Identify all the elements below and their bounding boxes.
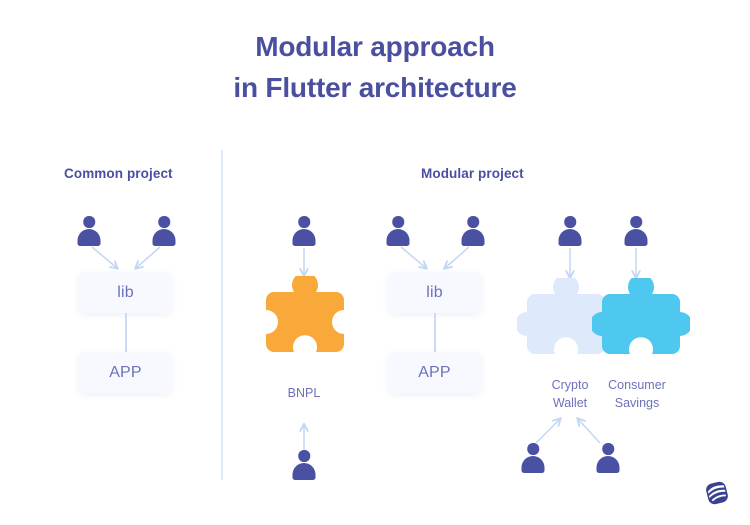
person-body: [521, 455, 545, 473]
person-head: [298, 450, 310, 462]
person-head: [298, 216, 310, 228]
lib-box: lib: [79, 272, 172, 313]
person-icon: [595, 443, 621, 473]
person-icon: [623, 216, 649, 246]
person-icon: [151, 216, 177, 246]
puzzle-label-consumer-savings: Consumer Savings: [608, 378, 666, 410]
person-head: [392, 216, 404, 228]
person-body: [386, 228, 410, 246]
person-body: [624, 228, 648, 246]
lib-box: lib: [388, 272, 481, 313]
puzzle-label-bnpl: BNPL: [287, 386, 321, 400]
puzzle-piece-bnpl: [266, 276, 344, 352]
person-head: [630, 216, 642, 228]
puzzle-piece-crypto-wallet: [517, 278, 605, 354]
person-icon: [520, 443, 546, 473]
person-body: [77, 228, 101, 246]
person-icon: [76, 216, 102, 246]
person-head: [83, 216, 95, 228]
section-divider: [221, 150, 223, 480]
app-box: APP: [79, 352, 172, 393]
person-body: [292, 228, 316, 246]
lib-app-connector: [125, 313, 127, 352]
person-head: [527, 443, 539, 455]
page-title: Modular approach in Flutter architecture: [0, 26, 750, 109]
person-icon: [557, 216, 583, 246]
title-line-1: Modular approach: [255, 31, 495, 62]
title-line-2: in Flutter architecture: [233, 72, 517, 104]
person-icon: [291, 216, 317, 246]
person-body: [152, 228, 176, 246]
app-box: APP: [388, 352, 481, 393]
puzzle-label-crypto-wallet: Crypto Wallet: [551, 378, 589, 410]
person-head: [564, 216, 576, 228]
person-icon: [385, 216, 411, 246]
company-logo: [706, 481, 728, 505]
puzzle-piece-consumer-savings: [592, 278, 690, 354]
person-head: [467, 216, 479, 228]
person-icon: [291, 450, 317, 480]
person-head: [602, 443, 614, 455]
person-body: [596, 455, 620, 473]
person-body: [292, 462, 316, 480]
section-label-common-project: Common project: [64, 166, 173, 181]
lib-app-connector: [434, 313, 436, 352]
person-body: [461, 228, 485, 246]
person-body: [558, 228, 582, 246]
section-label-modular-project: Modular project: [421, 166, 524, 181]
person-head: [158, 216, 170, 228]
person-icon: [460, 216, 486, 246]
